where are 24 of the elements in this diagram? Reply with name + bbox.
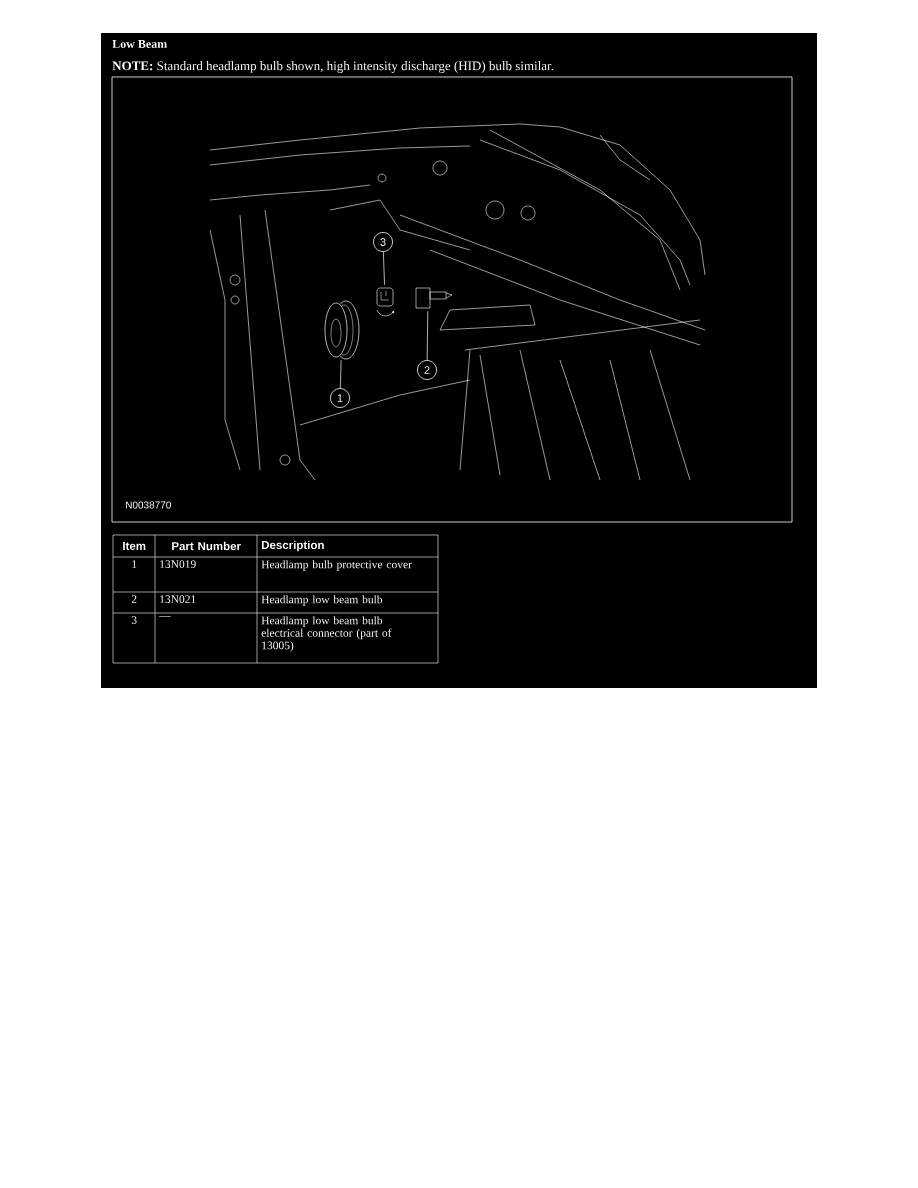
figure-number: N0038770 <box>126 501 171 509</box>
table-cell: 2 <box>131 595 137 603</box>
note-text: NOTE: Standard headlamp bulb shown, high intensity discharge (HID) bulb similar. <box>112 61 554 73</box>
leader-line <box>426 310 429 361</box>
table-cell: Headlamp low beam bulb electrical connector (part of 13005) <box>261 616 392 652</box>
table-cell: 1 <box>132 560 137 568</box>
leader-line <box>339 359 342 389</box>
leader-line <box>383 251 385 286</box>
table-cell: 13N019 <box>160 560 196 568</box>
callout-number: 3 <box>373 232 393 252</box>
table-cell: 3 <box>131 616 137 624</box>
table-cell: Headlamp bulb protective cover <box>261 560 412 571</box>
column-header: Description <box>261 540 324 552</box>
callout-number: 2 <box>417 360 437 380</box>
column-header: Item <box>123 542 146 550</box>
bulb-drawing <box>415 287 453 309</box>
callout-number: 1 <box>330 388 350 408</box>
table-cell: 13N021 <box>160 595 196 603</box>
table-cell: Headlamp low beam bulb <box>261 595 383 606</box>
connector-drawing <box>376 287 394 317</box>
table-cell: — <box>159 616 171 617</box>
protective-cover-drawing <box>324 300 360 360</box>
title: Low Beam <box>112 40 167 48</box>
column-header: Part Number <box>172 541 241 551</box>
